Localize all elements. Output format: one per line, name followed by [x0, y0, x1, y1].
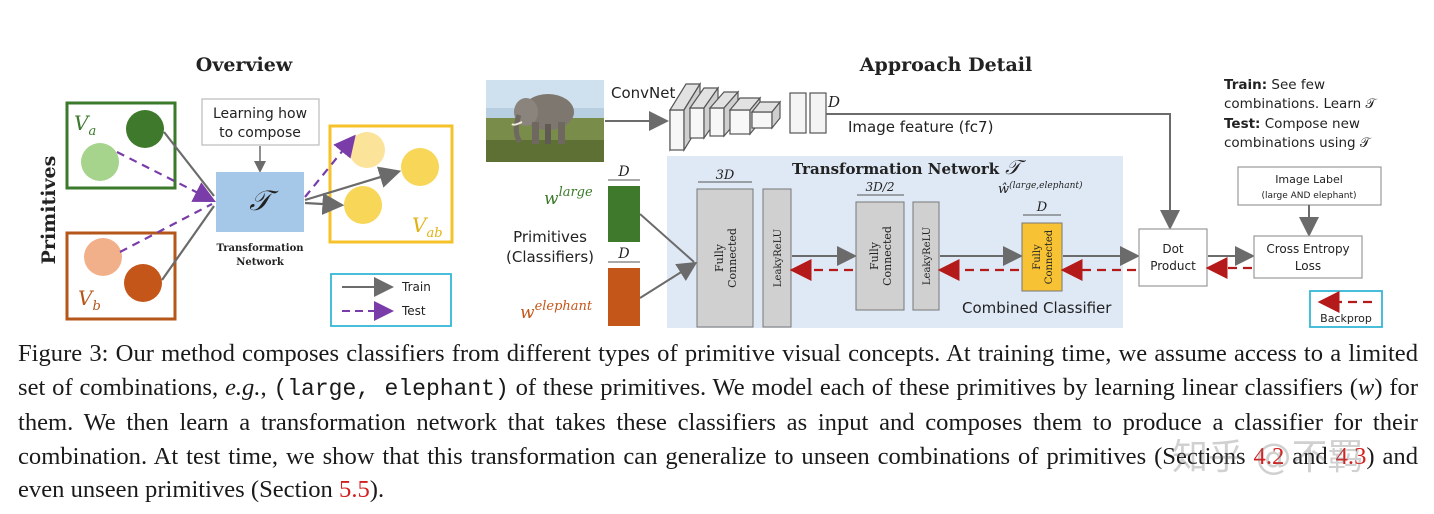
w-hat-label: ŵ(large,elephant) [998, 180, 1083, 197]
leaky1-label: LeakyReLU [773, 229, 784, 287]
vb-box [65, 231, 177, 321]
w-elephant-to-fc [639, 261, 698, 299]
feature-to-dot-arrow [826, 113, 1180, 230]
leaky2-box [912, 201, 940, 311]
approach-title: Approach Detail [859, 54, 1032, 76]
w-elephant-vector [608, 268, 640, 326]
convnet-blocks [668, 81, 827, 153]
section-ref-4-3[interactable]: 4.3 [1335, 442, 1367, 470]
fc1-label: FullyConnected [713, 228, 739, 288]
t-to-vab-test-arrow [304, 134, 356, 198]
transformation-caption-2: Network [236, 257, 285, 268]
caption-text-7: ). [369, 476, 385, 503]
w-large-vector [608, 186, 640, 242]
train-note-1: Train: See few [1224, 77, 1325, 93]
section-ref-5-5[interactable]: 5.5 [339, 476, 370, 503]
caption-text-2: , [260, 373, 274, 401]
test-note-2: combinations using 𝒯 [1224, 135, 1373, 151]
va-light-circle [81, 143, 119, 181]
backprop-legend-label: Backprop [1320, 312, 1372, 325]
test-line-va [116, 151, 216, 202]
learning-line-2: to compose [219, 125, 301, 141]
caption-text-5: and [1284, 442, 1336, 470]
image-feature-label: Image feature (fc7) [848, 118, 993, 136]
w-elephant-label: welephant [520, 299, 593, 323]
train-note-2: combinations. Learn 𝒯 [1224, 96, 1378, 112]
overview-title: Overview [196, 54, 293, 76]
vab-circle-right [401, 148, 439, 186]
dot-product-box [1138, 228, 1208, 287]
legend-box [330, 273, 452, 327]
convnet-label: ConvNet [611, 84, 675, 102]
learning-line-1: Learning how [213, 106, 307, 122]
va-dark-circle [126, 110, 164, 148]
fc3-box [1021, 222, 1063, 292]
combined-classifier-label: Combined Classifier [962, 299, 1112, 317]
va-label: Va [74, 111, 96, 139]
caption-text-1: Figure 3: Our method composes classifier… [18, 340, 1418, 401]
caption-text-3: of these primitives. We model each of th… [508, 373, 1358, 401]
t-to-vab-arrow-1 [304, 166, 402, 202]
cross-entropy-box [1253, 235, 1363, 279]
vab-label: Vab [412, 213, 443, 241]
image-label-box [1237, 166, 1382, 206]
dot-product-2: Product [1150, 259, 1196, 273]
test-line-vb [119, 203, 213, 253]
w-elephant-dim: D [617, 246, 629, 262]
image-label-1: Image Label [1275, 173, 1343, 186]
caption-w: w [1357, 373, 1375, 401]
elephant-image [486, 80, 604, 162]
fc2-box [855, 201, 905, 311]
fc3-dim: D [1036, 200, 1048, 215]
caption-eg: e.g. [224, 373, 261, 401]
backprop-legend-box [1309, 290, 1383, 328]
primitives-classifiers-1: Primitives [513, 228, 587, 246]
figure-caption: Figure 3: Our method composes classifier… [18, 337, 1418, 507]
train-line-vb [161, 205, 215, 281]
primitives-classifiers-2: (Classifiers) [506, 248, 594, 266]
vab-circle-bottom [344, 186, 382, 224]
vb-dark-circle [124, 264, 162, 302]
cross-entropy-1: Cross Entropy [1266, 242, 1349, 256]
image-label-2: (large AND elephant) [1261, 191, 1356, 201]
w-large-to-fc [639, 213, 695, 263]
t-box [216, 172, 304, 232]
t-to-vab-arrow-2 [304, 193, 345, 215]
fc1-box [696, 188, 754, 328]
fc2-dim: 3D/2 [866, 180, 895, 194]
w-large-label: wlarge [544, 185, 593, 209]
fc3-label: FullyConnected [1032, 229, 1055, 284]
vb-label: Vb [78, 286, 101, 314]
convnet-d-label: D [827, 93, 840, 111]
caption-text-4: ) for them. We then learn a transformati… [18, 373, 1419, 470]
fc1-dim: 3D [716, 168, 735, 183]
primitives-vertical-label: Primitives [38, 156, 60, 265]
test-note-1: Test: Compose new [1224, 116, 1360, 132]
section-ref-4-2[interactable]: 4.2 [1253, 442, 1285, 470]
vab-box [328, 124, 454, 244]
learning-box [201, 98, 320, 146]
vb-peach-circle [84, 238, 122, 276]
w-large-dim: D [617, 164, 629, 180]
transformation-caption-1: Transformation [216, 243, 304, 254]
caption-text-6: ) and even unseen primitives (Section [18, 442, 1418, 504]
leaky2-label: LeakyReLU [922, 227, 933, 285]
legend-test: Test [401, 304, 426, 318]
dot-product-1: Dot [1162, 242, 1184, 256]
cross-entropy-2: Loss [1295, 259, 1321, 273]
watermark: 知乎 @不羁 [1172, 437, 1364, 478]
fc2-label: FullyConnected [868, 226, 894, 286]
leaky1-box [762, 188, 792, 328]
vab-light-circle [349, 132, 385, 168]
figure-3: Overview Primitives Va Vb Learning how t… [38, 54, 1383, 328]
caption-code: (large, elephant) [273, 375, 509, 402]
legend-train: Train [401, 280, 431, 294]
